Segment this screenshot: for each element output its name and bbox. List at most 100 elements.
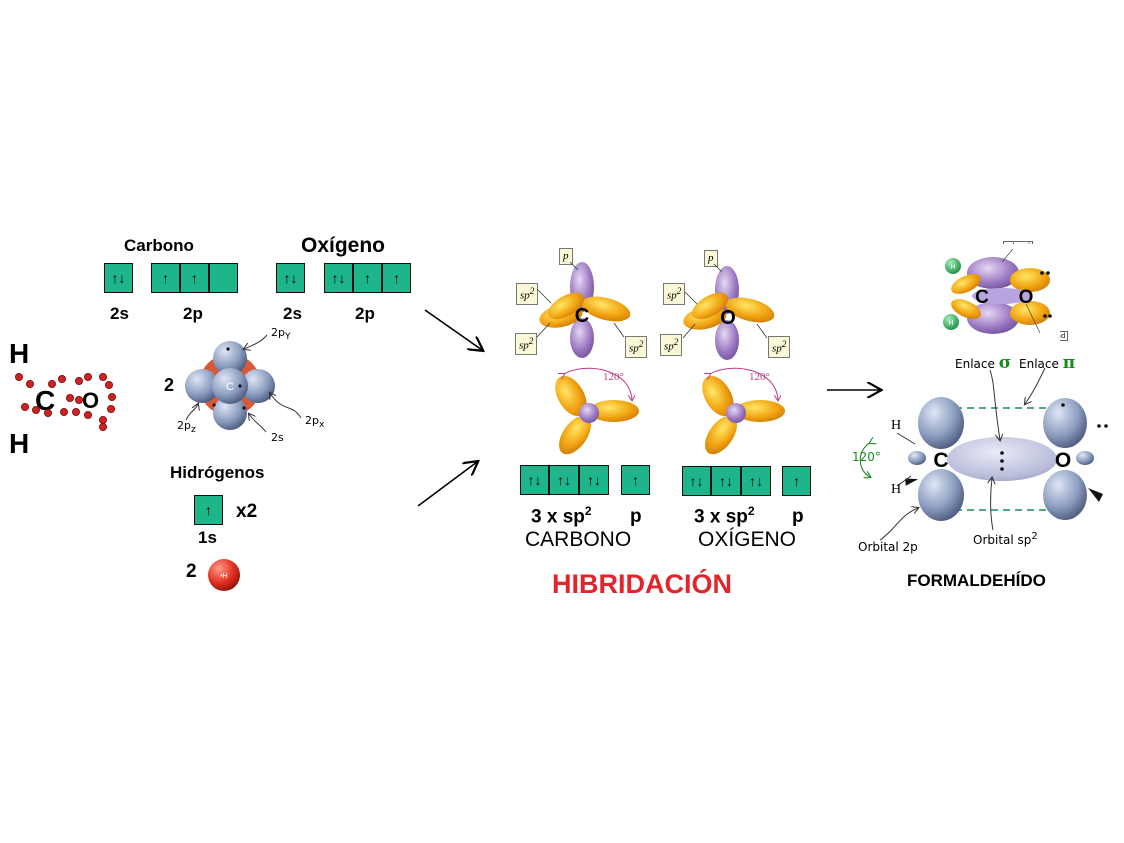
carbon-p-label: p (630, 506, 642, 527)
callout-text: sp (519, 339, 529, 352)
formaldehyde-o-label: O (1055, 449, 1071, 472)
orbital-box: ↑↓ (741, 466, 771, 496)
oxygen-2p-label: 2p (355, 304, 375, 323)
formaldehyde-top-model: H H C O (940, 244, 1060, 342)
arrow-to-hybridization-top (424, 309, 482, 350)
label-2pz-sub: z (190, 424, 196, 436)
orbital-box: ↑ (180, 263, 209, 293)
oxygen-2s-label: 2s (283, 304, 302, 323)
callout-sp2-carbon-bottom: sp2 (515, 333, 538, 355)
enlace-pi-text: Enlace (1019, 357, 1059, 371)
hydrogen-atom-count: 2 (186, 561, 197, 582)
formaldehido-title: FORMALDEHÍDO (907, 571, 1046, 590)
callout-text: p (708, 252, 714, 264)
formaldehyde-h-top: H (891, 418, 902, 433)
lewis-h-bottom: H (9, 428, 30, 459)
oxigeno-title: Oxígeno (301, 234, 386, 257)
top-o-label: O (1019, 287, 1034, 308)
callout-sp2-oxygen-bottom: sp2 (660, 334, 683, 356)
label-2s: 2s (271, 431, 284, 444)
oxygen-p-orbital: ↑ (782, 466, 811, 496)
callout-text: sp (520, 289, 530, 302)
lewis-o: O (82, 388, 100, 413)
sp2-label-sup: 2 (747, 504, 755, 518)
lewis-h-top: H (9, 338, 30, 369)
orbital-box: ↑↓ (711, 466, 741, 496)
carbon-2s-orbital: ↑↓ (104, 263, 133, 293)
carbon-angle-label: 120° (603, 371, 624, 383)
callout-text: sp (664, 340, 674, 353)
carbon-hybrid-orbitals: C (536, 261, 631, 358)
orbital-box: ↑ (194, 495, 223, 525)
carbon-atom-model: C (185, 334, 302, 433)
orbital-sp2-text: Orbital sp (973, 533, 1032, 547)
formaldehyde-c-label: C (933, 449, 948, 472)
hidrogenos-title: Hidrógenos (170, 463, 265, 482)
formaldehyde-h-bottom: H (891, 482, 902, 497)
orbital-2p-label: Orbital 2p (858, 540, 918, 554)
label-2pz-text: 2p (177, 419, 191, 432)
carbon-2p-orbital: ↑ ↑ (151, 263, 238, 293)
top-h-label: H (950, 264, 955, 271)
orbital-box: ↑ (151, 263, 180, 293)
top-c-label: C (975, 287, 989, 308)
arrow-to-hybridization-bottom (417, 462, 477, 507)
carbono-label: CARBONO (525, 528, 632, 551)
sp2-label-text: 3 x sp (531, 506, 585, 528)
callout-text: sp (667, 289, 677, 302)
carbon-sp2-orbitals: ↑↓ ↑↓ ↑↓ (520, 465, 609, 495)
callout-text: sp (772, 342, 782, 355)
callout-sp2-oxygen-left: sp2 (663, 283, 686, 305)
orbital-box: ↑ (621, 465, 650, 495)
callout-p-carbon: p (559, 248, 573, 265)
callout-text: p (563, 250, 569, 262)
callout-sp2-oxygen-right: sp2 (768, 336, 791, 358)
callout-sup: 2 (529, 286, 535, 296)
orbital-box: ↑↓ (104, 263, 133, 293)
callout-p-oxygen: p (704, 250, 718, 267)
carbon-sp2-label: 3 x sp2 (531, 504, 592, 528)
orbital-box: ↑↓ (324, 263, 353, 293)
enlace-sigma-label: Enlace σ (955, 353, 1011, 373)
callout-sup: 2 (638, 339, 644, 349)
sp2-label-sup: 2 (584, 504, 592, 518)
carbono-title: Carbono (124, 236, 194, 255)
oxygen-hybrid-orbitals: O (682, 263, 775, 360)
atom-model-count: 2 (164, 375, 175, 395)
callout-sup: 2 (781, 339, 787, 349)
callout-text: sp (629, 342, 639, 355)
callout-sup: 2 (528, 336, 534, 346)
orbital-box: ↑↓ (579, 465, 609, 495)
oxygen-sp2-label: 3 x sp2 (694, 504, 755, 528)
orbital-box: ↑↓ (276, 263, 305, 293)
formaldehyde-orbital-model: C O (859, 367, 1108, 541)
label-2py-text: 2p (271, 326, 285, 339)
orbital-box: ↑↓ (549, 465, 579, 495)
enlace-pi-label: Enlace π (1019, 353, 1075, 373)
hibridacion-title: HIBRIDACIÓN (552, 569, 732, 599)
label-2pz: 2pz (177, 419, 196, 435)
hydrogen-atom-label: •H (220, 573, 228, 580)
carbon-2s-label: 2s (110, 304, 129, 323)
oxygen-2p-orbital: ↑↓ ↑ ↑ (324, 263, 411, 293)
orbital-box: ↑ (782, 466, 811, 496)
label-2px-sub: x (318, 419, 325, 431)
lewis-electron-dots (14, 372, 117, 431)
sp2-label-text: 3 x sp (694, 506, 748, 528)
carbon-2p-label: 2p (183, 304, 203, 323)
orbital-box: ↑ (353, 263, 382, 293)
oxigeno-label: OXÍGENO (698, 528, 797, 551)
carbon-p-orbital: ↑ (621, 465, 650, 495)
callout-sp2-carbon-left: sp2 (516, 283, 539, 305)
orbital-sp2-sup: 2 (1031, 531, 1038, 542)
orbital-sp2-label: Orbital sp2 (973, 531, 1038, 547)
enlace-sigma-text: Enlace (955, 357, 995, 371)
label-2px: 2px (305, 414, 324, 430)
callout-sp2-carbon-right: sp2 (625, 336, 648, 358)
label-2px-text: 2p (305, 414, 319, 427)
hydrogen-1s-label: 1s (198, 528, 217, 547)
callout-sup: 2 (676, 286, 682, 296)
oxygen-trigonal-orbitals: 120° (702, 367, 785, 455)
oxygen-sp2-orbitals: ↑↓ ↑↓ ↑↓ (682, 466, 771, 496)
atom-model-center: C (226, 381, 234, 393)
